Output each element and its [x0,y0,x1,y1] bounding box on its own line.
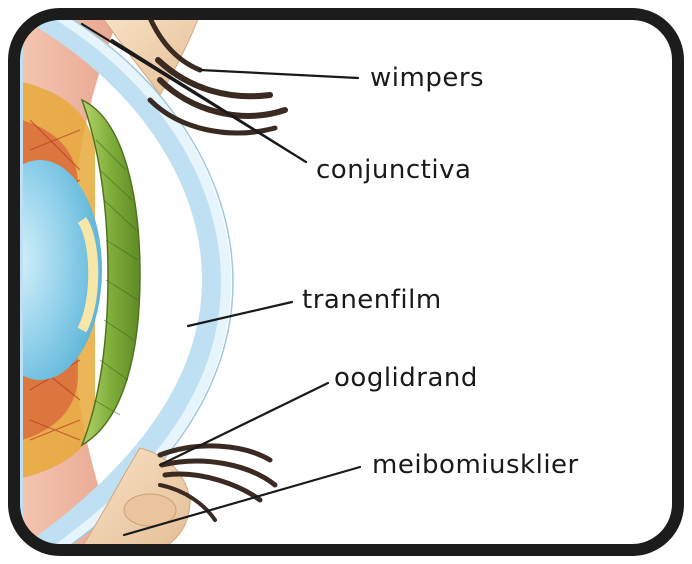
label-conjunctiva: conjunctiva [316,155,471,185]
label-tear-film: tranenfilm [302,285,442,315]
label-eyelid-margin: ooglidrand [334,363,478,393]
label-eyelashes: wimpers [370,63,484,93]
label-meibomian-gland: meibomiusklier [372,450,579,480]
